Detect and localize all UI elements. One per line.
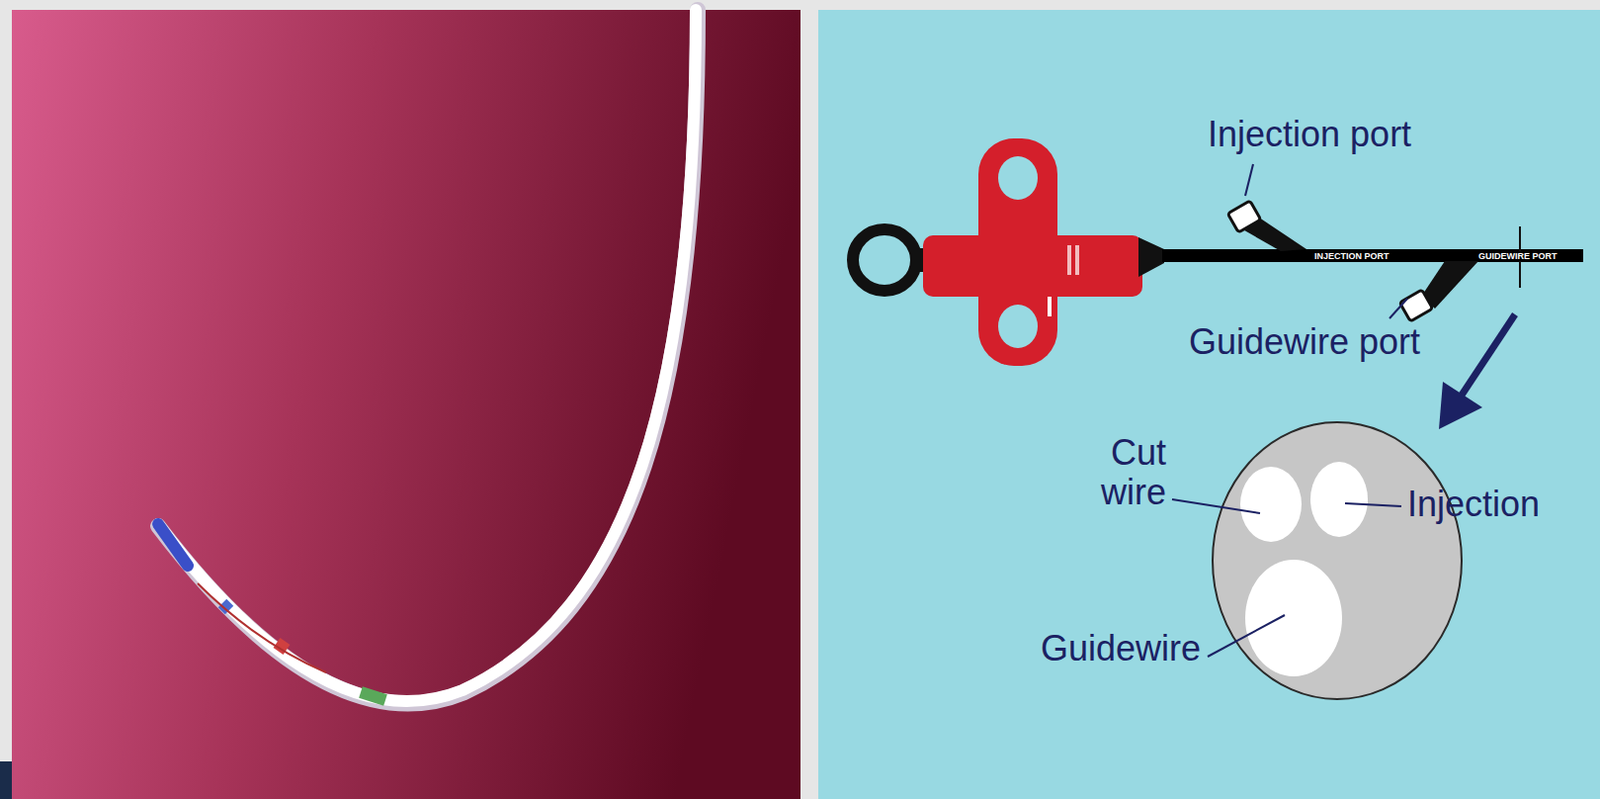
callout-label: Guidewire port (1188, 322, 1421, 362)
finger-hole (998, 156, 1038, 200)
section-arrow (1460, 314, 1516, 397)
catheter-cross-section (1212, 421, 1462, 699)
leader-line (1345, 503, 1402, 506)
cut-wire-photo (197, 583, 327, 673)
guidewire-lumen (1245, 559, 1343, 676)
guidewire-connector (1399, 289, 1433, 322)
cut-wire-lumen (1240, 466, 1302, 542)
catheter-taper (1138, 237, 1165, 277)
diagram-background (818, 9, 1600, 799)
finger-hole (998, 304, 1038, 348)
catheter-photo (158, 9, 696, 701)
injection-connector (1227, 200, 1262, 233)
handle-detail (1075, 245, 1080, 275)
injection-lumen (1310, 461, 1368, 537)
callout-label: Cut wire (1100, 432, 1167, 511)
callout-label: Injection (1407, 484, 1540, 524)
callout-label: Injection port (1207, 114, 1412, 155)
leader-line (1389, 298, 1408, 319)
leader-line (1207, 614, 1285, 657)
leader-line (1245, 164, 1254, 196)
photo-background (11, 9, 801, 799)
handle-ring (852, 229, 917, 291)
corner-mark (0, 760, 12, 799)
catheter-band (360, 691, 386, 700)
callout-label: Guidewire (1040, 628, 1201, 669)
printed-marking: GUIDEWIRE PORT (1476, 251, 1560, 261)
handle-grip (978, 138, 1058, 366)
handle-pin (1047, 296, 1052, 317)
catheter-shaft (1162, 249, 1584, 262)
section-arrowhead (1438, 381, 1483, 429)
handle-detail (1067, 245, 1072, 275)
catheter-shadow (158, 9, 698, 703)
catheter-tip (158, 523, 188, 566)
leader-line (1172, 499, 1261, 513)
printed-marking: INJECTION PORT (1312, 251, 1392, 261)
